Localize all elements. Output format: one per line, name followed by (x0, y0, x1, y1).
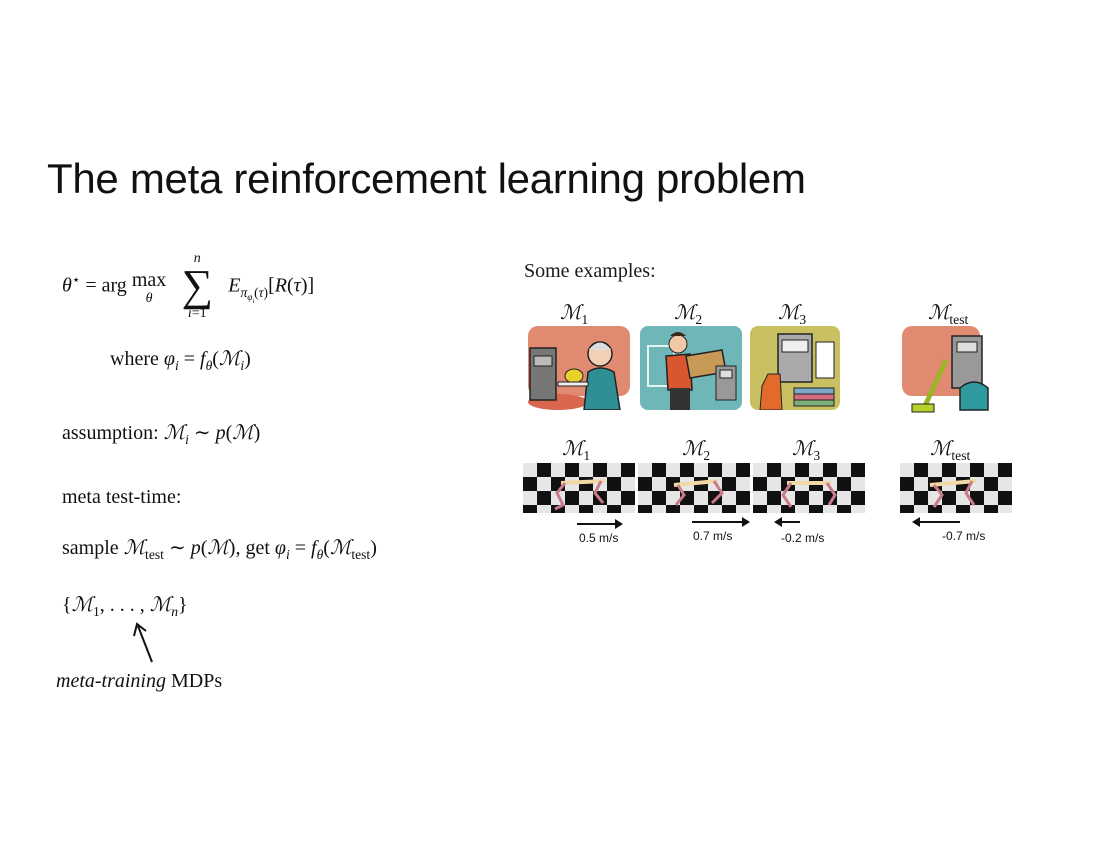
velocity-arrow-right-icon (692, 517, 750, 527)
velocity-label-m2: 0.7 m/s (693, 529, 733, 543)
examples-heading: Some examples: (524, 260, 656, 282)
velocity-arrow-left-icon (912, 517, 960, 527)
slide-title: The meta reinforcement learning problem (47, 155, 806, 202)
cheetah-figure-icon (554, 479, 606, 511)
meta-test-time-label: meta test-time: (62, 486, 182, 508)
meta-training-caption: meta-training MDPs (56, 670, 222, 693)
velocity-label-m3: -0.2 m/s (781, 531, 825, 545)
cheetah-tile-m2 (638, 463, 750, 513)
velocity-arrow-right-icon (577, 519, 623, 529)
illustration-vacuum (902, 326, 994, 416)
assumption-equation: assumption: ℳi ∼ p(ℳ) (62, 420, 261, 447)
get-label: , get (235, 537, 270, 559)
velocity-label-mtest: -0.7 m/s (942, 529, 986, 543)
meta-training-word: meta-training (56, 670, 166, 692)
mdps-word: MDPs (171, 670, 223, 692)
cheetah-tile-m3 (753, 463, 865, 513)
mdp-set: {ℳ1, . . . , ℳn} (62, 592, 188, 619)
summation-operator: n∑i=1 (181, 251, 213, 322)
sample-equation: sample ℳtest ∼ p(ℳ), get φi = fθ(ℳtest) (62, 535, 377, 562)
cheetah-figure-icon (673, 479, 724, 506)
bottom-label-m3: ℳ3 (792, 436, 821, 463)
top-label-m2: ℳ2 (674, 300, 703, 327)
sample-label: sample (62, 537, 119, 559)
where-label: where (110, 348, 159, 370)
top-label-m1: ℳ1 (560, 300, 589, 327)
velocity-label-m1: 0.5 m/s (579, 531, 619, 545)
velocity-arrow-left-icon (774, 517, 800, 527)
illustration-laundry (750, 326, 840, 410)
cheetah-tile-m1 (523, 463, 635, 513)
top-label-mtest: ℳtest (928, 300, 969, 327)
where-equation: where φi = fθ(ℳi) (110, 346, 251, 373)
cheetah-tile-mtest (900, 463, 1012, 513)
bottom-label-m2: ℳ2 (682, 436, 711, 463)
assumption-label: assumption: (62, 422, 159, 444)
bottom-label-m1: ℳ1 (562, 436, 591, 463)
cheetah-figure-icon (781, 481, 837, 508)
illustration-serving-tea (528, 326, 630, 410)
cheetah-figure-icon (929, 479, 977, 508)
top-label-m3: ℳ3 (778, 300, 807, 327)
bottom-label-mtest: ℳtest (930, 436, 971, 463)
illustration-carrying-box (640, 326, 742, 410)
pointer-arrow-icon (133, 622, 153, 663)
